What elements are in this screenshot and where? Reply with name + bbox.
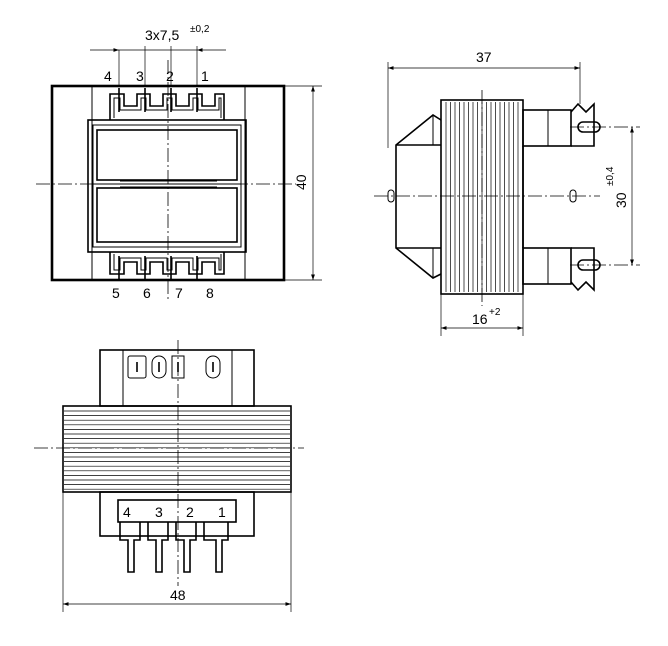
bottom-pin-label: 2 (186, 504, 194, 520)
front-top-pin-label: 1 (201, 68, 209, 84)
front-bottom-pin-label: 6 (143, 285, 151, 301)
bottom-pin-label: 4 (123, 504, 131, 520)
bottom-pins (119, 522, 229, 573)
bottom-pin-label: 1 (218, 504, 226, 520)
height-dimension-label: 40 (293, 174, 309, 190)
upper-window (96, 129, 238, 181)
front-top-pin-label: 3 (136, 68, 144, 84)
pin-pitch-label: 3x7,5 (145, 27, 179, 43)
pin-span-tolerance: ±0,4 (605, 166, 616, 186)
bottom-view: 4 3 2 1 48 (34, 340, 304, 612)
pin-label-strip (117, 499, 237, 523)
bottom-core (62, 405, 292, 493)
bobbin-frame (87, 119, 247, 253)
side-view: 37 30 ±0,4 16 +2 (374, 49, 640, 336)
length-dimension-label: 37 (476, 49, 492, 65)
pin-span-label: 30 (613, 192, 629, 208)
front-bottom-pin-label: 5 (112, 285, 120, 301)
front-bottom-pin-label: 7 (175, 285, 183, 301)
front-top-pin-label: 4 (104, 68, 112, 84)
front-top-pins (109, 88, 225, 120)
core-width-label: 16 (472, 311, 488, 327)
lower-window (96, 187, 238, 243)
front-top-pin-label: 2 (166, 68, 174, 84)
core-width-tolerance: +2 (489, 307, 501, 318)
laminations (445, 102, 519, 292)
front-view: 3x7,5 ±0,2 4 3 2 1 5 6 7 8 40 (36, 24, 322, 301)
width-dimension-label: 48 (170, 587, 186, 603)
pin-pitch-tolerance: ±0,2 (190, 24, 210, 35)
front-bottom-pins (109, 252, 225, 280)
bottom-pin-label: 3 (155, 504, 163, 520)
bottom-laminations (64, 410, 290, 490)
front-bottom-pin-label: 8 (206, 285, 214, 301)
